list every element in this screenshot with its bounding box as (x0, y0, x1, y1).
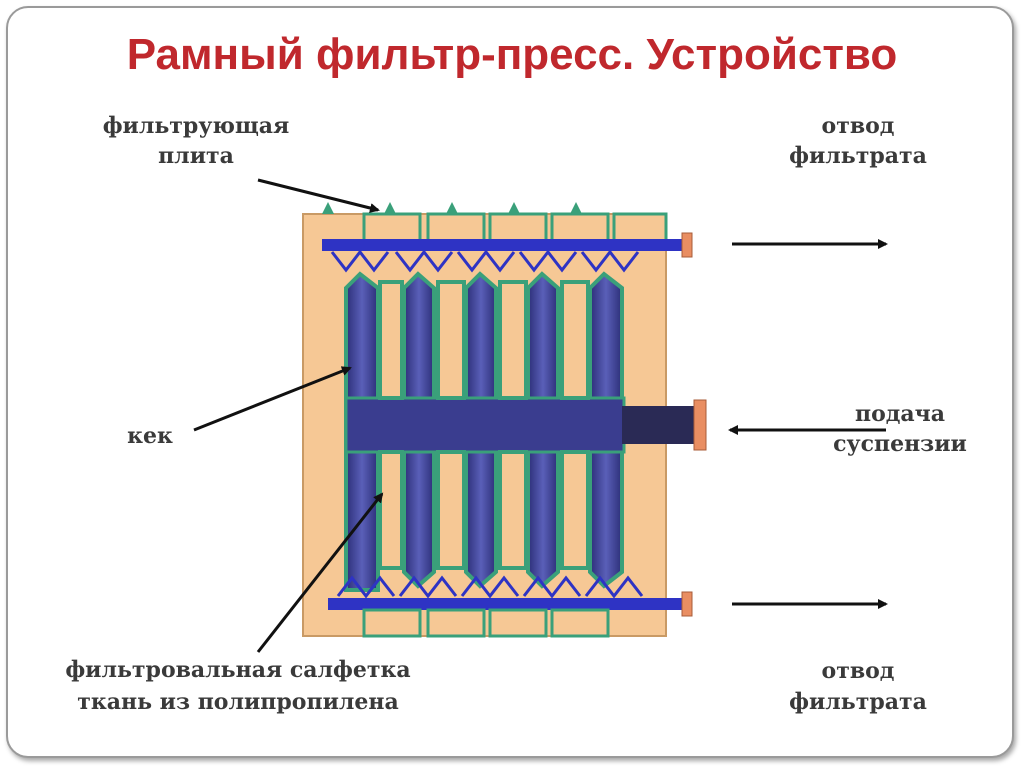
top-drain-lines (330, 249, 640, 273)
top-filtrate-pipe (322, 239, 684, 251)
feed-label-line2: суспензии (833, 431, 967, 457)
bottom-drain-lines (336, 575, 644, 599)
feed-inlet-pipe (622, 406, 698, 444)
slide-title: Рамный фильтр-пресс. Устройство (126, 30, 898, 79)
cloth-label-line2: ткань из полипропилена (77, 689, 399, 715)
plate-label-line1: фильтрующая (103, 113, 290, 139)
plate-tips (322, 202, 582, 214)
filtrate-top-label-line1: отвод (822, 113, 895, 139)
filtrate-bottom-label-line2: фильтрата (789, 689, 927, 715)
cake-label: кек (127, 423, 173, 449)
feed-channel (344, 396, 626, 454)
bottom-filtrate-pipe (328, 598, 684, 610)
cloth-pointer-arrow (256, 492, 384, 653)
feed-label-line1: подача (855, 401, 945, 427)
filter-plates (378, 280, 590, 570)
plate-label-line2: плита (158, 143, 234, 169)
filtrate-bottom-label-line1: отвод (822, 658, 895, 684)
bottom-plate-row (362, 608, 610, 638)
filtrate-top-label-line2: фильтрата (789, 143, 927, 169)
cloth-label-line1: фильтровальная салфетка (65, 657, 410, 683)
cake-pointer-arrow (193, 366, 352, 432)
plate-pointer-arrow (257, 178, 380, 213)
top-plate-row (362, 212, 668, 244)
